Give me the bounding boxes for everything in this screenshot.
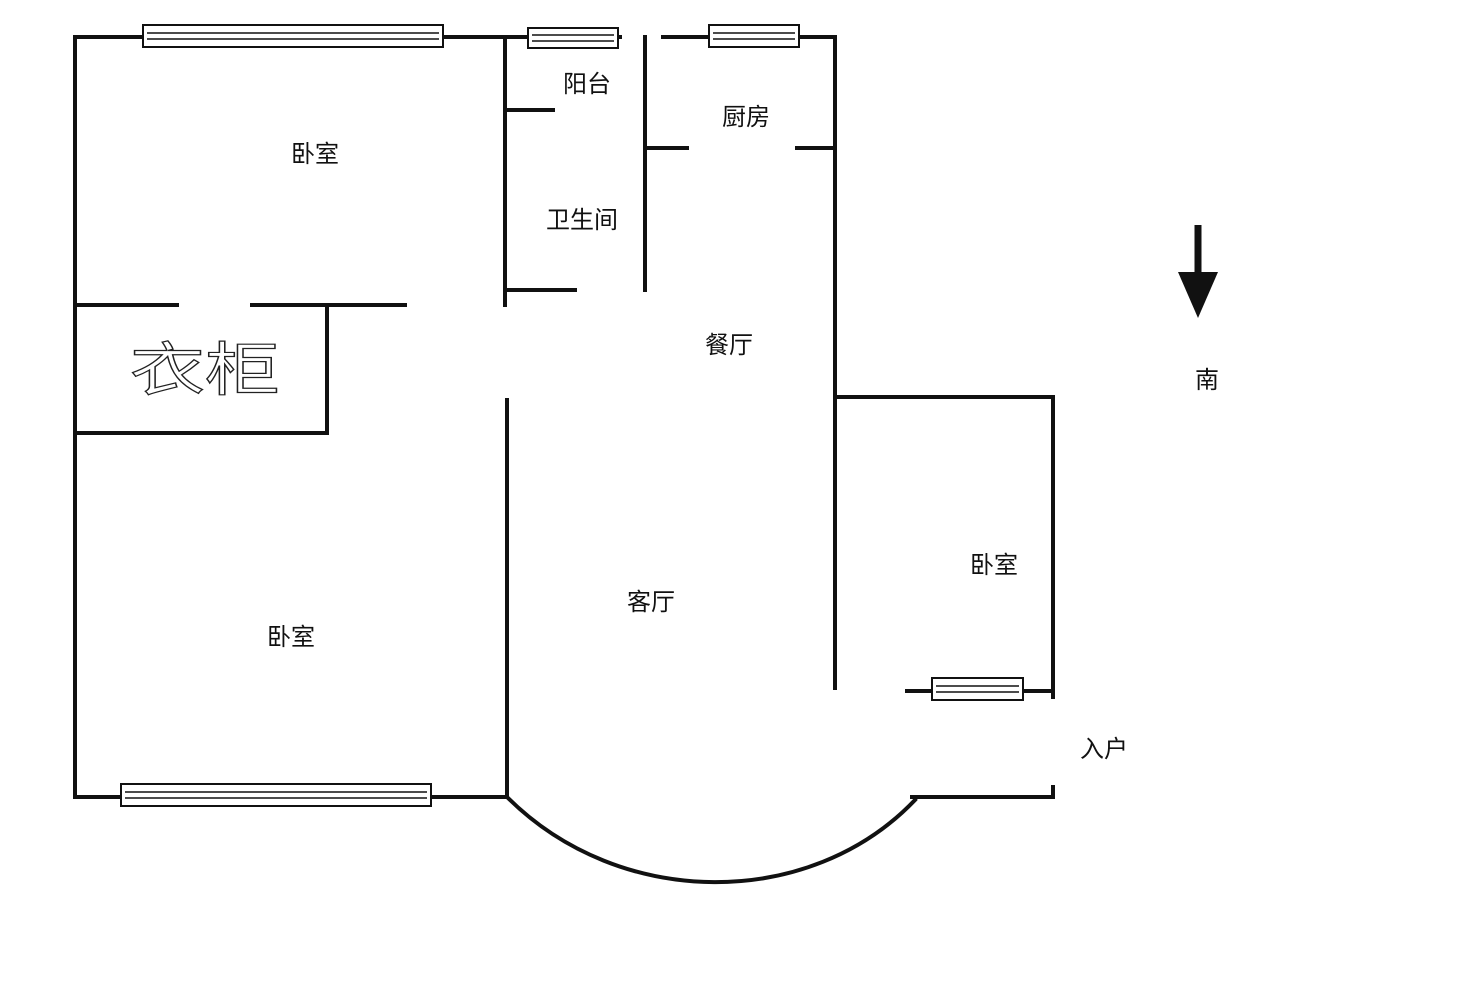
window-top-left [142,24,444,48]
window-balcony [527,27,619,49]
compass: 南 [1178,225,1219,394]
room-label-kitchen: 厨房 [722,103,770,131]
room-label-bedroom-right: 卧室 [970,551,1018,579]
room-label-bathroom: 卫生间 [546,206,618,234]
room-label-wardrobe: 衣柜 [130,336,280,404]
room-label-dining: 餐厅 [705,331,753,359]
walls [73,35,1055,885]
compass-label-south: 南 [1195,366,1219,394]
window-right-bedroom [931,677,1024,701]
windows [120,24,1024,807]
room-label-entrance: 入户 [1080,735,1128,763]
window-kitchen [708,24,800,48]
arrow-down-icon [1178,225,1218,318]
room-label-bedroom-top: 卧室 [291,140,339,168]
room-label-living: 客厅 [627,588,675,616]
room-label-bedroom-bottom: 卧室 [267,623,315,651]
wall-living-bay [504,794,918,885]
room-label-balcony: 阳台 [563,70,611,98]
window-bottom-left [120,783,432,807]
